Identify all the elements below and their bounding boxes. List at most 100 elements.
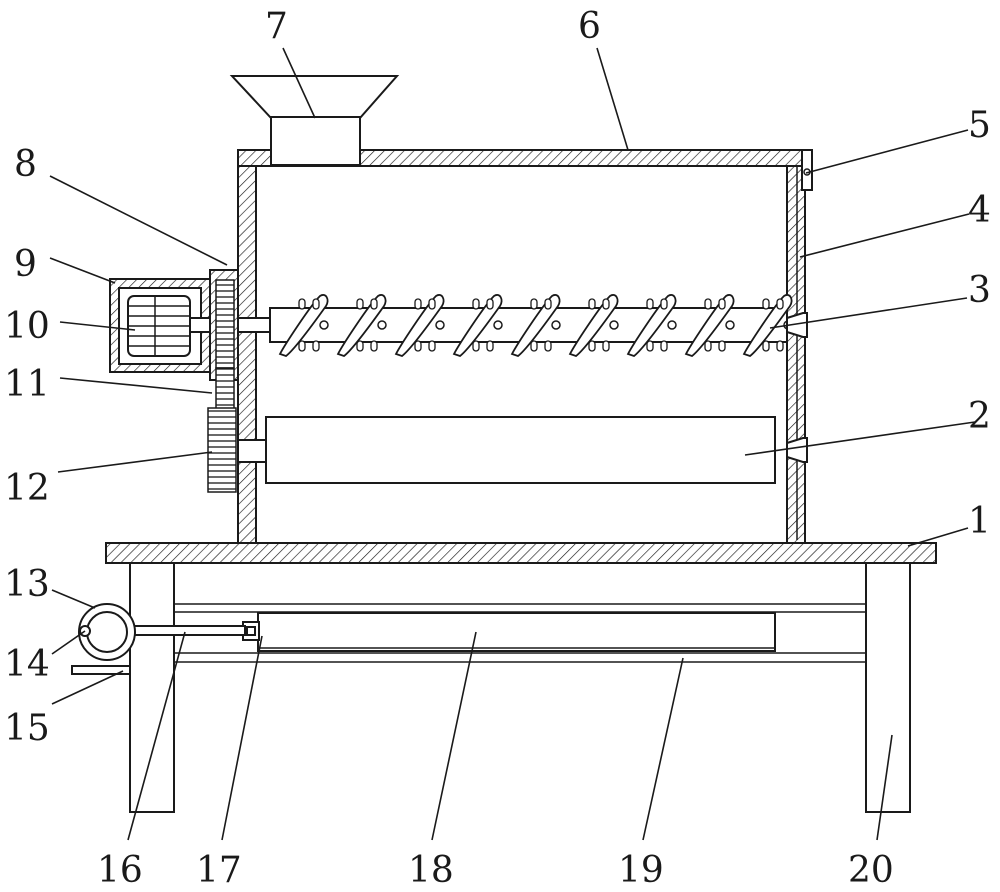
crushing-tooth [414,298,422,310]
motor-bracket [71,665,131,675]
right-leg [865,562,911,813]
crushing-tooth [776,298,784,310]
leader-19 [642,657,684,841]
leader-12 [57,451,213,473]
callout-19: 19 [618,850,664,891]
crushing-tooth [776,340,784,352]
crushing-tooth [312,340,320,352]
motor-shaft [189,317,213,333]
crushing-tooth [602,340,610,352]
housing-right-wall [786,149,806,544]
screw-shaft [237,294,808,358]
screw-flight [452,294,503,358]
connector-pin [246,626,256,636]
housing-left-wall [237,149,257,544]
roller-axle [237,439,269,463]
crushing-tooth [428,298,436,310]
crushing-tooth [646,340,654,352]
screw-flight [394,294,445,358]
door-latch [801,149,813,191]
callout-17: 17 [196,850,242,891]
crushing-tooth [588,298,596,310]
crushing-tooth [530,340,538,352]
crushing-tooth [718,340,726,352]
screw-bearing [786,312,808,338]
crushing-tooth [356,298,364,310]
crushing-tooth [544,340,552,352]
leader-18 [431,631,477,841]
callout-13: 13 [4,564,50,605]
callout-5: 5 [968,105,991,146]
leader-17 [221,635,263,841]
callout-20: 20 [848,850,894,891]
leader-15 [51,670,124,705]
shaft-hole [377,320,387,330]
callout-3: 3 [968,270,991,311]
shaft-hole [551,320,561,330]
crushing-tooth [646,298,654,310]
crank-wheel-inner [86,611,128,653]
crushing-tooth [472,298,480,310]
crushing-tooth [704,298,712,310]
leader-13 [51,589,96,609]
leader-5 [805,129,969,174]
crushing-tooth [486,298,494,310]
callout-1: 1 [968,501,991,542]
crushing-tooth [414,340,422,352]
leader-4 [799,213,970,258]
leader-20 [876,734,893,841]
crushing-tooth [762,298,770,310]
roller-bearing [786,437,808,463]
crushing-tooth [718,298,726,310]
callout-2: 2 [968,396,991,437]
screw-flight [684,294,735,358]
shaft-hole [435,320,445,330]
crushing-tooth [704,340,712,352]
left-leg [129,562,175,813]
callout-9: 9 [14,244,37,285]
leader-2 [744,421,976,456]
crushing-tooth [486,340,494,352]
leader-lines [49,47,976,841]
crushing-tooth [356,340,364,352]
crushing-tooth [602,298,610,310]
screw-flight [568,294,619,358]
screw-flight [742,294,793,358]
screw-flight [510,294,561,358]
crushing-tooth [660,298,668,310]
callout-labels: 1 2 3 4 5 6 7 8 9 10 11 12 13 14 15 16 1… [4,6,991,891]
callout-15: 15 [4,708,50,749]
housing-top-wall [359,149,806,167]
screw-flight [336,294,387,358]
callout-8: 8 [14,144,37,185]
shaft-hole [667,320,677,330]
crushing-tooth [298,340,306,352]
crushing-tooth [762,340,770,352]
collection-tray [257,612,776,652]
leader-11 [59,377,213,394]
crushing-tooth [428,340,436,352]
callout-10: 10 [4,306,50,347]
screw-flight [626,294,677,358]
callout-7: 7 [265,6,288,47]
shaft-hole [493,320,503,330]
crushing-tooth [530,298,538,310]
roller-body [265,416,776,484]
hopper-neck [270,116,361,166]
screw-flight [278,294,329,358]
roller [237,416,808,484]
crushing-tooth [370,340,378,352]
callout-12: 12 [4,468,50,509]
leader-6 [596,47,629,151]
shaft-hole [609,320,619,330]
callout-14: 14 [4,644,50,685]
shaft-hole [725,320,735,330]
upper-gear [215,279,235,369]
crushing-tooth [588,340,596,352]
crushing-tooth [298,298,306,310]
hopper-funnel [229,75,400,119]
crushing-tooth [660,340,668,352]
feed-hopper [229,75,400,166]
